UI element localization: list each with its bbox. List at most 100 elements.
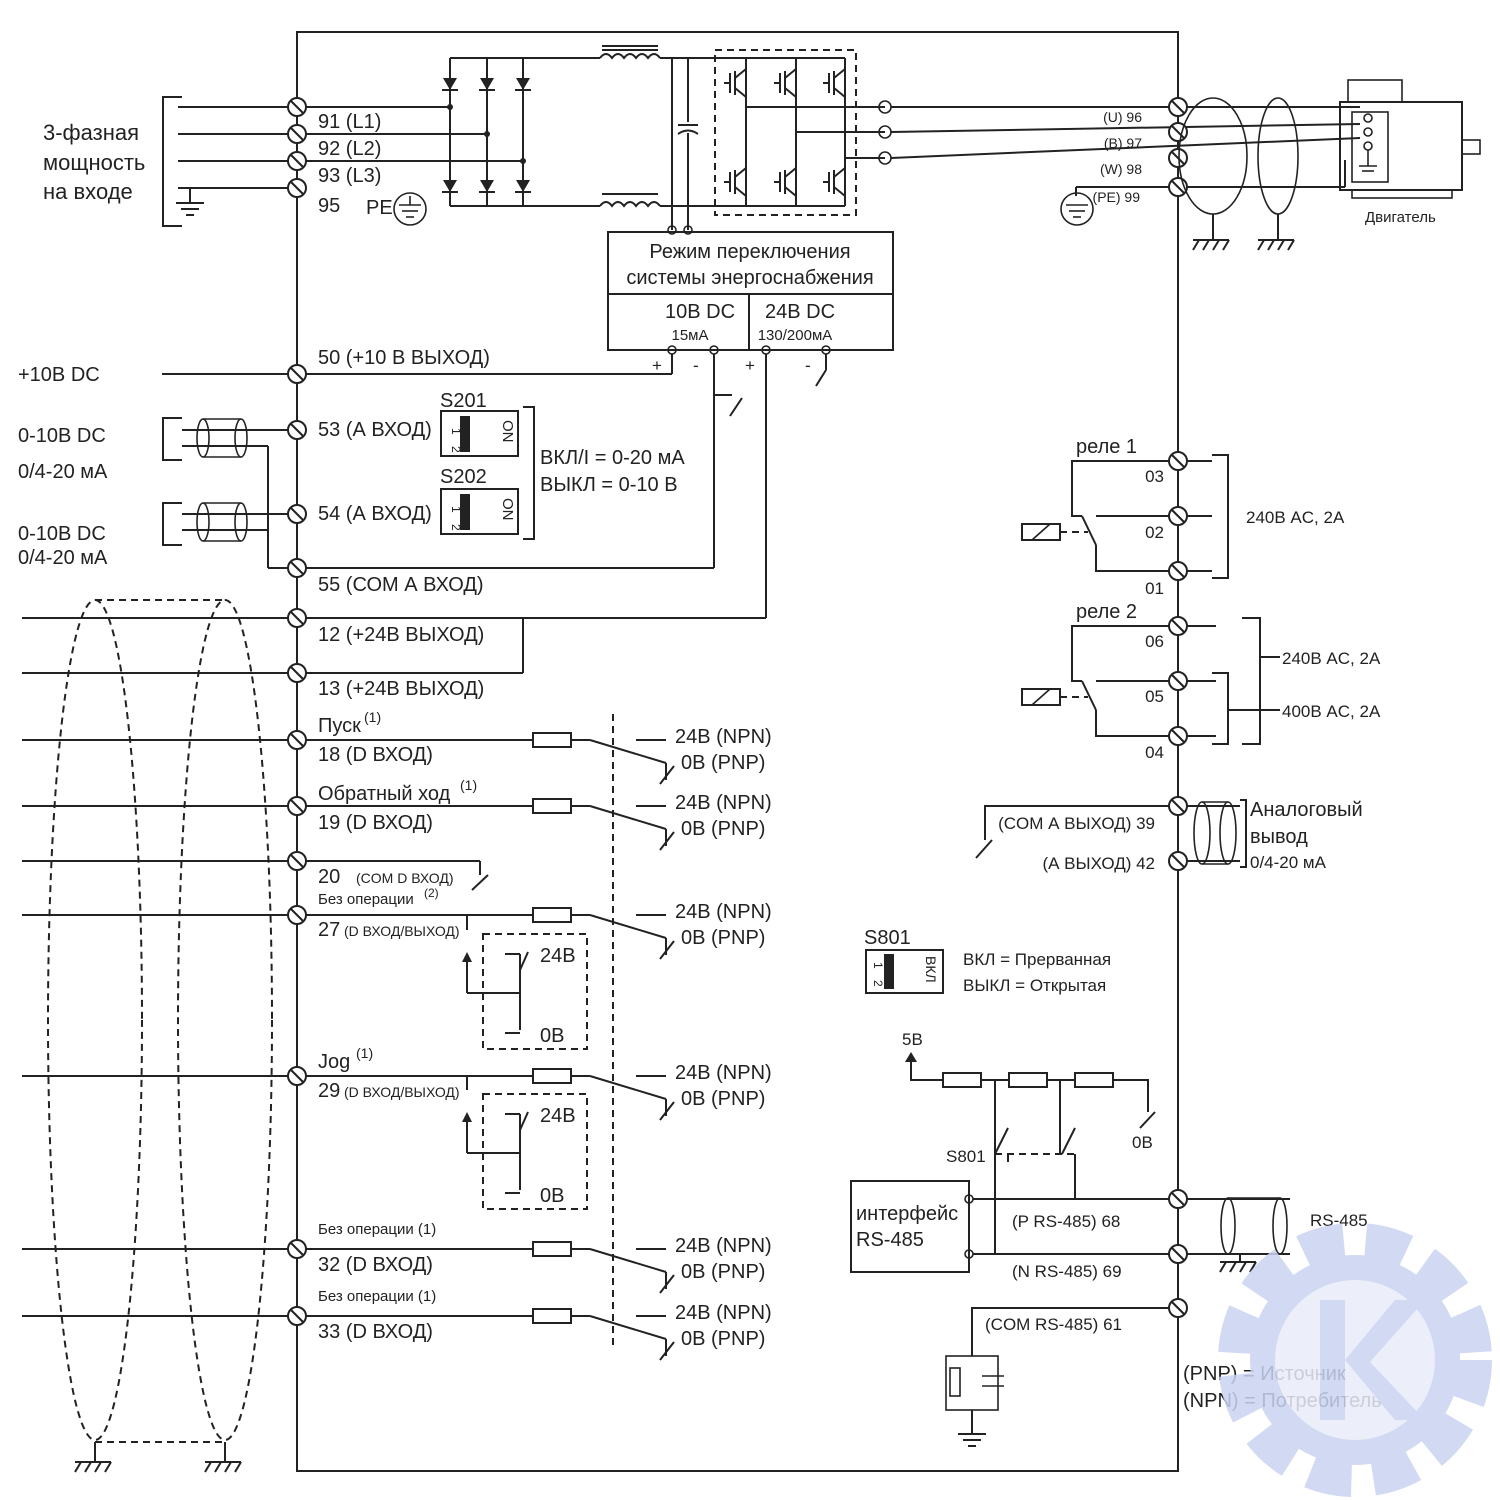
terminal-19[interactable]: [287, 796, 307, 816]
switch-s201-s202[interactable]: S201 1 2 ON S202 1 2 ON ВКЛ/I = 0-20 мА …: [440, 390, 685, 540]
terminal-02[interactable]: [1168, 506, 1188, 526]
npn-label: 24В (NPN): [675, 792, 772, 814]
svg-text:(1): (1): [364, 709, 381, 725]
frame-ground-icon: [1257, 239, 1295, 251]
svg-text:53 (А ВХОД): 53 (А ВХОД): [318, 419, 432, 441]
digital-inputs: 24В (NPN)0В (PNP)24В (NPN)0В (PNP)24В (N…: [22, 726, 772, 1361]
svg-text:S801: S801: [946, 1147, 986, 1166]
svg-text:системы энергоснабжения: системы энергоснабжения: [626, 267, 873, 289]
terminal-92[interactable]: [287, 124, 307, 144]
svg-text:-: -: [805, 356, 811, 375]
do-box-27: 24В 0В: [462, 915, 588, 1050]
terminal-29[interactable]: [287, 1066, 307, 1086]
frame-ground-icon: [1192, 239, 1230, 251]
terminal-20[interactable]: [287, 851, 307, 871]
terminal-55[interactable]: [287, 558, 307, 578]
svg-text:03: 03: [1145, 467, 1164, 486]
resistor-icon: [532, 1308, 572, 1324]
svg-text:+10В DC: +10В DC: [18, 364, 100, 386]
digital-input-row-27: 24В (NPN)0В (PNP): [22, 901, 772, 960]
svg-text:50 (+10 В ВЫХОД): 50 (+10 В ВЫХОД): [318, 347, 490, 369]
shielded-cable-icon: [1220, 1197, 1236, 1255]
svg-text:PE: PE: [366, 197, 393, 219]
rs485-interface-box: [850, 1180, 970, 1273]
terminal-96[interactable]: [1168, 97, 1188, 117]
npn-pnp-selector[interactable]: [589, 914, 667, 939]
svg-text:04: 04: [1145, 743, 1164, 762]
pe-ground-icon: [393, 192, 427, 226]
terminal-50[interactable]: [287, 364, 307, 384]
terminal-61[interactable]: [1168, 1298, 1188, 1318]
svg-text:ON: ON: [499, 498, 516, 521]
npn-pnp-selector[interactable]: [589, 1075, 667, 1100]
terminal-98[interactable]: [1168, 148, 1188, 168]
switch-s801[interactable]: S801 1 2 ВКЛ ВКЛ = Прерванная ВЫКЛ = Отк…: [864, 927, 1111, 995]
svg-text:12 (+24В ВЫХОД): 12 (+24В ВЫХОД): [318, 624, 484, 646]
terminal-04[interactable]: [1168, 726, 1188, 746]
resistor-icon: [532, 798, 572, 814]
cable-shield: [1178, 97, 1248, 215]
terminal-32[interactable]: [287, 1239, 307, 1259]
svg-text:400В AC, 2A: 400В AC, 2A: [1282, 702, 1381, 721]
svg-text:240В AC, 2A: 240В AC, 2A: [1246, 508, 1345, 527]
svg-text:(P RS-485) 68: (P RS-485) 68: [1012, 1212, 1120, 1231]
npn-pnp-selector[interactable]: [589, 805, 667, 830]
terminal-13[interactable]: [287, 663, 307, 683]
svg-text:0/4-20 мА: 0/4-20 мА: [18, 461, 108, 483]
svg-text:Jog: Jog: [318, 1051, 350, 1073]
resistor-icon: [532, 907, 572, 923]
terminal-06[interactable]: [1168, 616, 1188, 636]
terminal-68[interactable]: [1168, 1189, 1188, 1209]
npn-pnp-selector[interactable]: [589, 739, 667, 764]
terminal-33[interactable]: [287, 1306, 307, 1326]
svg-text:+: +: [652, 356, 662, 375]
terminal-53[interactable]: [287, 420, 307, 440]
ground-icon: [957, 1433, 987, 1447]
svg-text:95: 95: [318, 195, 340, 217]
svg-text:(А ВЫХОД) 42: (А ВЫХОД) 42: [1042, 854, 1155, 873]
pnp-label: 0В (PNP): [681, 1261, 765, 1283]
svg-text:-: -: [693, 356, 699, 375]
svg-text:на входе: на входе: [43, 179, 133, 204]
terminal-05[interactable]: [1168, 671, 1188, 691]
drive-frame: [296, 31, 1179, 1472]
terminal-27[interactable]: [287, 905, 307, 925]
terminal-69[interactable]: [1168, 1244, 1188, 1264]
analog-output: (COM А ВЫХОД) 39 (А ВЫХОД) 42 Аналоговый…: [975, 796, 1363, 873]
terminal-03[interactable]: [1168, 451, 1188, 471]
svg-text:(N RS-485) 69: (N RS-485) 69: [1012, 1262, 1122, 1281]
input-power-label: 3-фазная: [43, 120, 139, 145]
npn-pnp-selector[interactable]: [589, 1315, 667, 1340]
svg-text:(D ВХОД/ВЫХОД): (D ВХОД/ВЫХОД): [344, 1084, 460, 1100]
terminal-01[interactable]: [1168, 561, 1188, 581]
shielded-cable-icon: [196, 418, 248, 458]
terminal-93[interactable]: [287, 151, 307, 171]
svg-text:13 (+24В ВЫХОД): 13 (+24В ВЫХОД): [318, 678, 484, 700]
terminal-95[interactable]: [287, 178, 307, 198]
svg-text:2: 2: [449, 446, 463, 453]
inverter-bridge: [714, 49, 892, 216]
dc-link: [599, 45, 845, 235]
pnp-label: 0В (PNP): [681, 1328, 765, 1350]
resistor-icon: [532, 732, 572, 748]
npn-pnp-selector[interactable]: [589, 1248, 667, 1273]
npn-label: 24В (NPN): [675, 726, 772, 748]
svg-text:Режим переключения: Режим переключения: [649, 241, 850, 263]
resistor-icon: [532, 1068, 572, 1084]
terminal-12[interactable]: [287, 608, 307, 628]
terminal-42[interactable]: [1168, 851, 1188, 871]
svg-text:240В AC, 2A: 240В AC, 2A: [1282, 649, 1381, 668]
terminal-39[interactable]: [1168, 796, 1188, 816]
svg-text:ВКЛ = Прерванная: ВКЛ = Прерванная: [963, 950, 1111, 969]
terminal-91[interactable]: [287, 97, 307, 117]
svg-text:S801: S801: [864, 927, 911, 949]
smps-box: Режим переключения системы энергоснабжен…: [607, 231, 894, 387]
svg-text:20: 20: [318, 866, 340, 888]
terminal-18[interactable]: [287, 730, 307, 750]
svg-text:0/4-20 мА: 0/4-20 мА: [18, 547, 108, 569]
relay-1: реле 1 03 02 01 240В AC, 2A: [1021, 436, 1345, 598]
terminal-54[interactable]: [287, 504, 307, 524]
relay-2: реле 2 06 05 04 240В AC, 2A 400В AC, 2A: [1021, 601, 1381, 762]
pnp-label: 0В (PNP): [681, 818, 765, 840]
